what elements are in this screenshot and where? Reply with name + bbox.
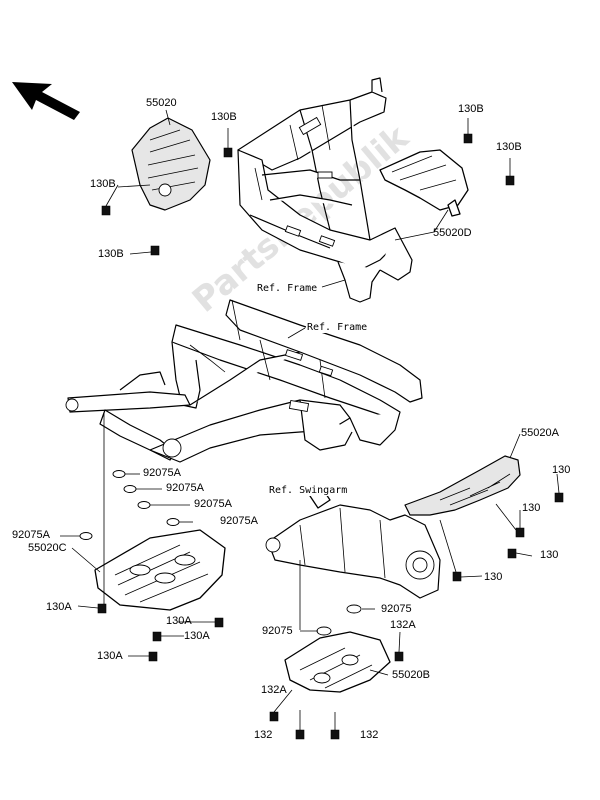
callout-92075a-3[interactable]: 92075A xyxy=(194,498,232,510)
callout-130a-4[interactable]: 130A xyxy=(97,650,123,662)
callout-92075a-2[interactable]: 92075A xyxy=(166,482,204,494)
callout-130a-2[interactable]: 130A xyxy=(166,615,192,627)
callout-132-2[interactable]: 132 xyxy=(360,729,379,741)
callout-130b-right[interactable]: 130B xyxy=(496,141,522,153)
callout-130-a[interactable]: 130 xyxy=(552,464,571,476)
callout-130-d[interactable]: 130 xyxy=(484,571,503,583)
ref-frame-middle: Ref. Frame xyxy=(306,322,369,333)
callout-92075a-4[interactable]: 92075A xyxy=(220,515,258,527)
part-55020b-skid-plate xyxy=(284,631,391,693)
callout-130b-bottom[interactable]: 130B xyxy=(98,248,124,260)
callout-55020[interactable]: 55020 xyxy=(146,97,177,109)
callout-130-c[interactable]: 130 xyxy=(540,549,559,561)
callout-55020c[interactable]: 55020C xyxy=(28,542,67,554)
ref-swingarm: Ref. Swingarm xyxy=(268,485,349,496)
callout-130a-3[interactable]: 130A xyxy=(184,630,210,642)
part-55020a-guard xyxy=(404,455,521,516)
callout-132a-1[interactable]: 132A xyxy=(390,619,416,631)
front-direction-arrow-icon xyxy=(12,82,80,120)
callout-132-1[interactable]: 132 xyxy=(254,729,273,741)
swingarm-drawing xyxy=(265,487,441,599)
callout-132a-2[interactable]: 132A xyxy=(261,684,287,696)
callout-92075-1[interactable]: 92075 xyxy=(381,603,412,615)
callout-55020b[interactable]: 55020B xyxy=(392,669,430,681)
callout-92075-2[interactable]: 92075 xyxy=(262,625,293,637)
callout-55020a[interactable]: 55020A xyxy=(521,427,559,439)
ref-frame-upper: Ref. Frame xyxy=(256,283,319,294)
fasteners xyxy=(79,133,564,740)
middle-frame-drawing xyxy=(65,299,423,463)
upper-frame-drawing xyxy=(237,77,413,303)
part-55020c-skid-plate xyxy=(94,529,226,611)
leader-lines xyxy=(60,109,560,730)
callout-92075a-1[interactable]: 92075A xyxy=(143,467,181,479)
callout-130b-top[interactable]: 130B xyxy=(211,111,237,123)
part-55020-guard xyxy=(131,117,211,211)
callout-130b-left[interactable]: 130B xyxy=(90,178,116,190)
callout-92075a-5[interactable]: 92075A xyxy=(12,529,50,541)
callout-130a-1[interactable]: 130A xyxy=(46,601,72,613)
callout-55020d[interactable]: 55020D xyxy=(433,227,472,239)
part-55020d-guard xyxy=(379,149,469,217)
callout-130-b[interactable]: 130 xyxy=(522,502,541,514)
callout-130b-right-top[interactable]: 130B xyxy=(458,103,484,115)
